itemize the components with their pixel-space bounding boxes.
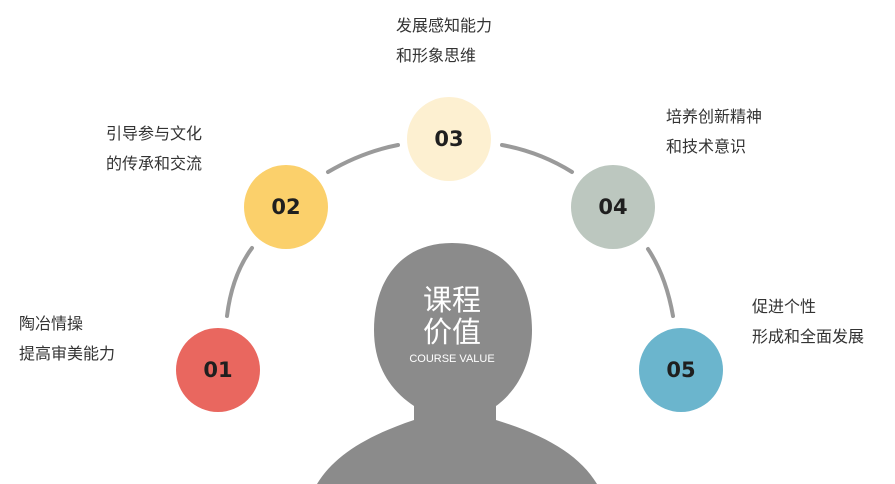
center-title-line1: 课程	[423, 283, 481, 317]
node-03-label: 发展感知能力 和形象思维	[396, 11, 492, 71]
node-05-label-line2: 形成和全面发展	[752, 327, 865, 346]
node-04-circle	[571, 165, 655, 249]
node-02-label-line2: 的传承和交流	[106, 154, 203, 173]
node-01-circle	[176, 328, 260, 412]
node-04-label-line2: 和技术意识	[666, 137, 747, 156]
arc-segment-02-03	[326, 143, 400, 174]
node-03-label-line2: 和形象思维	[396, 46, 477, 65]
arc-segment-01-02	[225, 246, 254, 318]
node-03-circle	[407, 97, 491, 181]
node-03-label-line1: 发展感知能力	[396, 16, 493, 35]
node-05-label-line1: 促进个性	[752, 297, 817, 316]
node-05-circle	[639, 328, 723, 412]
node-01-label-line1: 陶冶情操	[19, 314, 84, 333]
node-02-label: 引导参与文化 的传承和交流	[106, 119, 202, 179]
node-01-label: 陶冶情操 提高审美能力	[19, 309, 115, 369]
node-04-label: 培养创新精神 和技术意识	[666, 102, 762, 162]
node-05-number: 05	[666, 358, 695, 382]
node-04-number: 04	[598, 195, 627, 219]
node-03-number: 03	[434, 127, 463, 151]
node-02-label-line1: 引导参与文化	[106, 124, 203, 143]
arc-segment-04-05	[646, 247, 675, 318]
center-subtitle: COURSE VALUE	[409, 353, 494, 365]
node-05-label: 促进个性 形成和全面发展	[752, 292, 864, 352]
arc-segment-03-04	[500, 143, 574, 174]
node-01-number: 01	[203, 358, 232, 382]
node-04-label-line1: 培养创新精神	[666, 107, 763, 126]
node-02-circle	[244, 165, 328, 249]
center-title-line2: 价值	[423, 315, 481, 349]
person-silhouette	[317, 243, 597, 484]
node-01-label-line2: 提高审美能力	[19, 344, 116, 363]
node-02-number: 02	[271, 195, 300, 219]
